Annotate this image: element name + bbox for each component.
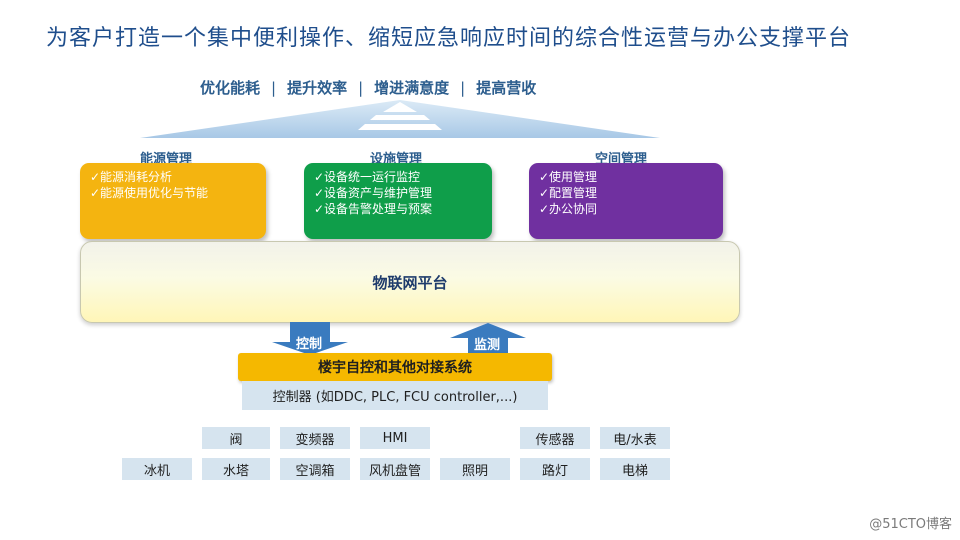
device-meter: 电/水表: [600, 427, 670, 449]
watermark: @51CTO博客: [869, 517, 952, 532]
energy-item: ✓能源使用优化与节能: [90, 186, 209, 200]
device-cooling-tower: 水塔: [202, 458, 270, 480]
control-arrow-label: 控制: [296, 337, 323, 352]
device-streetlight: 路灯: [520, 458, 590, 480]
space-item: ✓办公协同: [539, 202, 598, 216]
goal-label: 提高营收: [476, 79, 537, 97]
space-item: ✓使用管理: [539, 170, 598, 184]
iot-platform: 物联网平台: [80, 241, 740, 323]
control-down-arrow: [272, 322, 348, 355]
facility-management-box: ✓设备统一运行监控 ✓设备资产与维护管理 ✓设备告警处理与预案: [304, 163, 492, 239]
controller-label: 控制器 (如DDC, PLC, FCU controller,...): [272, 390, 518, 405]
energy-item: ✓能源消耗分析: [90, 170, 173, 184]
page-title: 为客户打造一个集中便利操作、缩短应急响应时间的综合性运营与办公支撑平台: [46, 26, 852, 51]
monitor-up-arrow: [450, 323, 526, 356]
device-ahu: 空调箱: [280, 458, 350, 480]
goal-label: 提升效率: [287, 79, 348, 97]
facility-item: ✓设备资产与维护管理: [314, 186, 433, 200]
device-elevator: 电梯: [600, 458, 670, 480]
bas-label: 楼宇自控和其他对接系统: [318, 360, 472, 376]
energy-management-box: ✓能源消耗分析 ✓能源使用优化与节能: [80, 163, 266, 239]
goal-separator: |: [358, 78, 364, 97]
space-management-box: ✓使用管理 ✓配置管理 ✓办公协同: [529, 163, 723, 239]
device-fcu: 风机盘管: [360, 458, 430, 480]
device-inverter: 变频器: [280, 427, 350, 449]
monitor-arrow-label: 监测: [474, 338, 501, 353]
device-lighting: 照明: [440, 458, 510, 480]
device-valve: 阀: [202, 427, 270, 449]
facility-item: ✓设备告警处理与预案: [314, 202, 433, 216]
building-automation-system: 楼宇自控和其他对接系统: [238, 353, 552, 381]
controller-box: 控制器 (如DDC, PLC, FCU controller,...): [242, 381, 548, 410]
device-chiller: 冰机: [122, 458, 192, 480]
roof-triangle: [140, 100, 660, 138]
goal-separator: |: [460, 78, 466, 97]
goal-label: 增进满意度: [374, 79, 450, 97]
space-item: ✓配置管理: [539, 186, 598, 200]
goals-bar: 优化能耗 | 提升效率 | 增进满意度 | 提高营收: [200, 77, 620, 98]
goal-separator: |: [271, 78, 277, 97]
facility-item: ✓设备统一运行监控: [314, 170, 421, 184]
iot-platform-label: 物联网平台: [372, 273, 448, 292]
device-sensor: 传感器: [520, 427, 590, 449]
goal-label: 优化能耗: [200, 79, 261, 97]
device-hmi: HMI: [360, 427, 430, 449]
